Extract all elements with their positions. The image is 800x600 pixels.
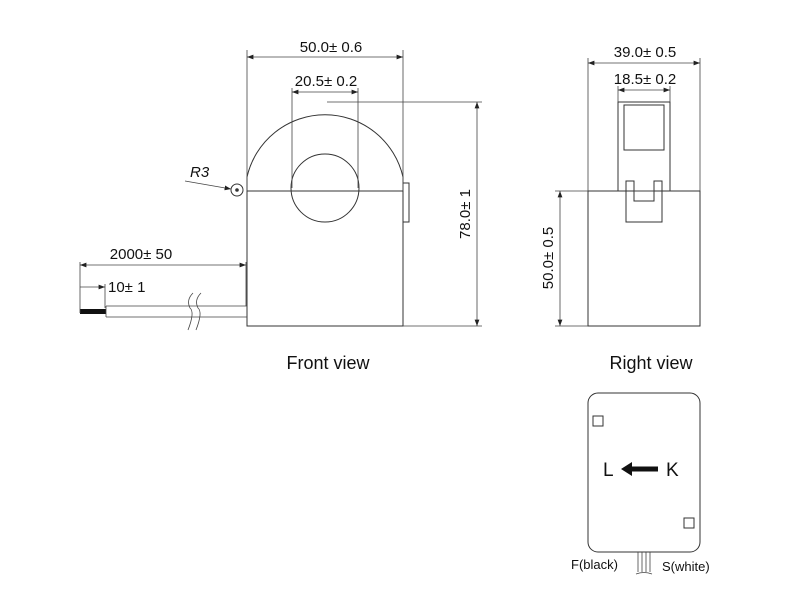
cable-stripped-end bbox=[80, 309, 106, 314]
cable-break-mark bbox=[187, 292, 202, 331]
right-body bbox=[587, 190, 701, 327]
corner-square-top bbox=[592, 415, 604, 427]
front-view-caption: Front view bbox=[286, 353, 370, 373]
dim-height-label: 78.0± 1 bbox=[457, 189, 474, 239]
right-view: 39.0± 0.5 18.5± 0.2 50.0± 0.5 Right view bbox=[540, 44, 701, 373]
corner-square-bottom bbox=[683, 517, 695, 529]
front-view: R3 50.0± 0.6 20.5± 0.2 78.0± 1 2000± 50 … bbox=[79, 39, 482, 373]
ct-body bbox=[246, 190, 404, 327]
radius-leader bbox=[184, 180, 232, 191]
dim-hole-label: 20.5± 0.2 bbox=[295, 73, 357, 90]
label-view: L K F(black) S(white) bbox=[571, 392, 710, 575]
core-window bbox=[623, 104, 665, 151]
dim-cable-label: 2000± 50 bbox=[110, 246, 172, 263]
hinge-lug bbox=[230, 183, 244, 197]
ct-core-arc bbox=[246, 114, 404, 191]
label-body bbox=[587, 392, 701, 553]
ct-hole bbox=[290, 153, 360, 223]
dim-right-height-label: 50.0± 0.5 bbox=[540, 227, 557, 289]
lead-wires bbox=[635, 552, 653, 575]
hinge-pin bbox=[235, 188, 239, 192]
wire-f-label: F(black) bbox=[571, 557, 618, 572]
label-letter-l: L bbox=[603, 460, 614, 481]
wire-s-label: S(white) bbox=[662, 559, 710, 574]
radius-label: R3 bbox=[190, 164, 210, 181]
ct-side-tab bbox=[402, 182, 410, 223]
dim-width-label: 50.0± 0.6 bbox=[300, 39, 362, 56]
cable bbox=[105, 305, 247, 318]
dim-strip-label: 10± 1 bbox=[108, 279, 145, 296]
latch-clip bbox=[625, 180, 663, 223]
dim-right-width-label: 39.0± 0.5 bbox=[614, 44, 676, 61]
label-letter-k: K bbox=[666, 460, 679, 481]
arrow-left-icon bbox=[621, 462, 658, 476]
right-view-caption: Right view bbox=[609, 353, 693, 373]
dim-right-inner-label: 18.5± 0.2 bbox=[614, 71, 676, 88]
core-top bbox=[617, 101, 671, 192]
